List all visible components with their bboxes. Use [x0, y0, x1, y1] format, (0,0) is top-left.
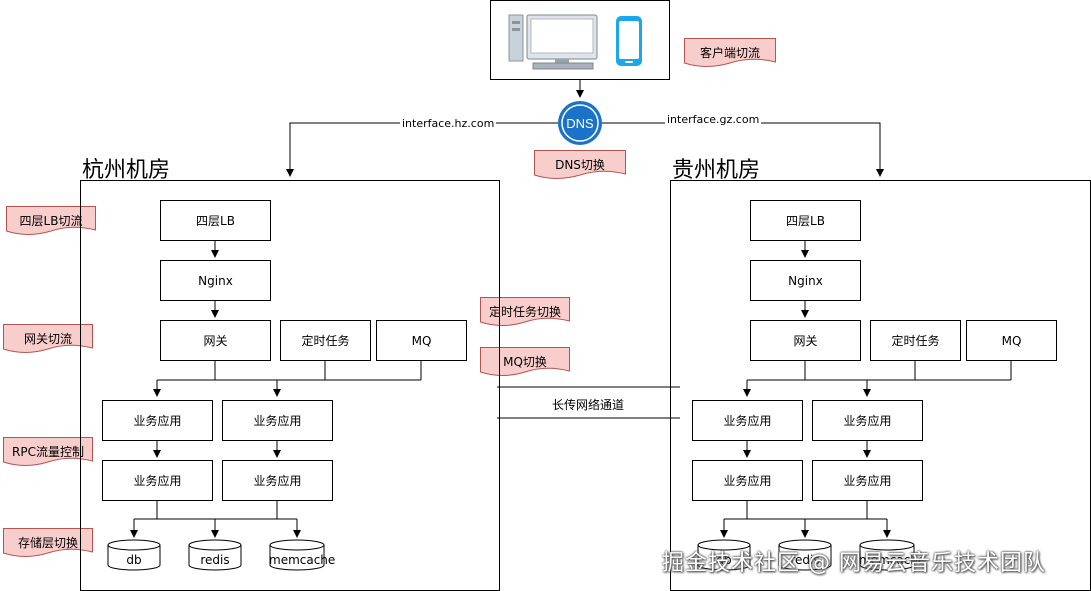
tunnel-label: 长传网络通道 — [552, 398, 625, 412]
gz-gateway-box: 网关 — [750, 320, 861, 361]
gz-app-box-2: 业务应用 — [812, 400, 923, 441]
rpc-control-tag: RPC流量控制 — [3, 437, 93, 467]
gz-nginx-box: Nginx — [750, 260, 861, 301]
hz-room-title: 杭州机房 — [82, 158, 171, 183]
dns-switch-tag: DNS切换 — [534, 150, 626, 180]
gz-memcache-label: memcache — [859, 553, 926, 567]
gz-connectors — [720, 240, 1012, 538]
hz-redis-cylinder: redis — [188, 539, 242, 571]
hz-app-box-2: 业务应用 — [222, 400, 333, 441]
dns-icon-label: DNS — [566, 116, 594, 131]
gz-cron-box: 定时任务 — [870, 320, 961, 361]
mq-switch-tag-label: MQ切换 — [503, 355, 547, 369]
gateway-switch-tag: 网关切流 — [3, 324, 93, 354]
gz-db-label: db — [716, 553, 732, 567]
hz-app-box-1: 业务应用 — [102, 400, 213, 441]
gz-lb-box: 四层LB — [750, 200, 861, 241]
watermark-text: 掘金技术社区 @ 网易云音乐技术团队 — [662, 551, 1046, 576]
hz-connectors — [130, 240, 422, 538]
storage-switch-tag: 存储层切换 — [3, 528, 93, 558]
gz-app-box-4: 业务应用 — [812, 460, 923, 501]
rpc-control-tag-label: RPC流量控制 — [12, 445, 84, 459]
gz-redis-label: redis — [790, 553, 820, 567]
gz-room — [670, 180, 1091, 591]
hz-gateway-box: 网关 — [160, 320, 271, 361]
hz-domain-label: interface.hz.com — [400, 117, 497, 130]
hz-db-cylinder: db — [107, 539, 161, 571]
gz-domain-label: interface.gz.com — [665, 113, 762, 126]
storage-switch-tag-label: 存储层切换 — [17, 536, 78, 550]
gz-app-box-3: 业务应用 — [692, 460, 803, 501]
hz-lb-box: 四层LB — [160, 200, 271, 241]
mq-switch-tag: MQ切换 — [480, 347, 570, 377]
hz-db-label: db — [126, 553, 142, 567]
lb-switch-tag-label: 四层LB切流 — [19, 214, 83, 228]
cron-switch-tag: 定时任务切换 — [480, 297, 570, 327]
phone-icon — [616, 16, 642, 66]
hz-app-box-4: 业务应用 — [222, 460, 333, 501]
client-switch-tag: 客户端切流 — [684, 38, 776, 68]
hz-cron-box: 定时任务 — [280, 320, 371, 361]
client-box — [490, 0, 670, 80]
gz-app-box-1: 业务应用 — [692, 400, 803, 441]
hz-room — [80, 180, 500, 591]
gz-room-title: 贵州机房 — [672, 158, 761, 183]
dns-switch-tag-label: DNS切换 — [555, 158, 605, 172]
cron-switch-tag-label: 定时任务切换 — [488, 305, 561, 319]
gz-db-cylinder: db — [697, 539, 751, 571]
gz-memcache-cylinder: memcache — [859, 539, 926, 571]
hz-redis-label: redis — [200, 553, 230, 567]
hz-memcache-cylinder: memcache — [269, 539, 336, 571]
hz-nginx-box: Nginx — [160, 260, 271, 301]
gz-mq-box: MQ — [966, 320, 1057, 361]
dns-icon: DNS — [557, 100, 603, 146]
hz-memcache-label: memcache — [269, 553, 336, 567]
desktop-icon — [508, 14, 598, 70]
gateway-switch-tag-label: 网关切流 — [23, 332, 72, 346]
hz-mq-box: MQ — [376, 320, 467, 361]
dns-to-hz-arrow — [286, 122, 558, 177]
gz-redis-cylinder: redis — [778, 539, 832, 571]
hz-app-box-3: 业务应用 — [102, 460, 213, 501]
lb-switch-tag: 四层LB切流 — [6, 206, 96, 236]
client-switch-tag-label: 客户端切流 — [699, 46, 760, 60]
